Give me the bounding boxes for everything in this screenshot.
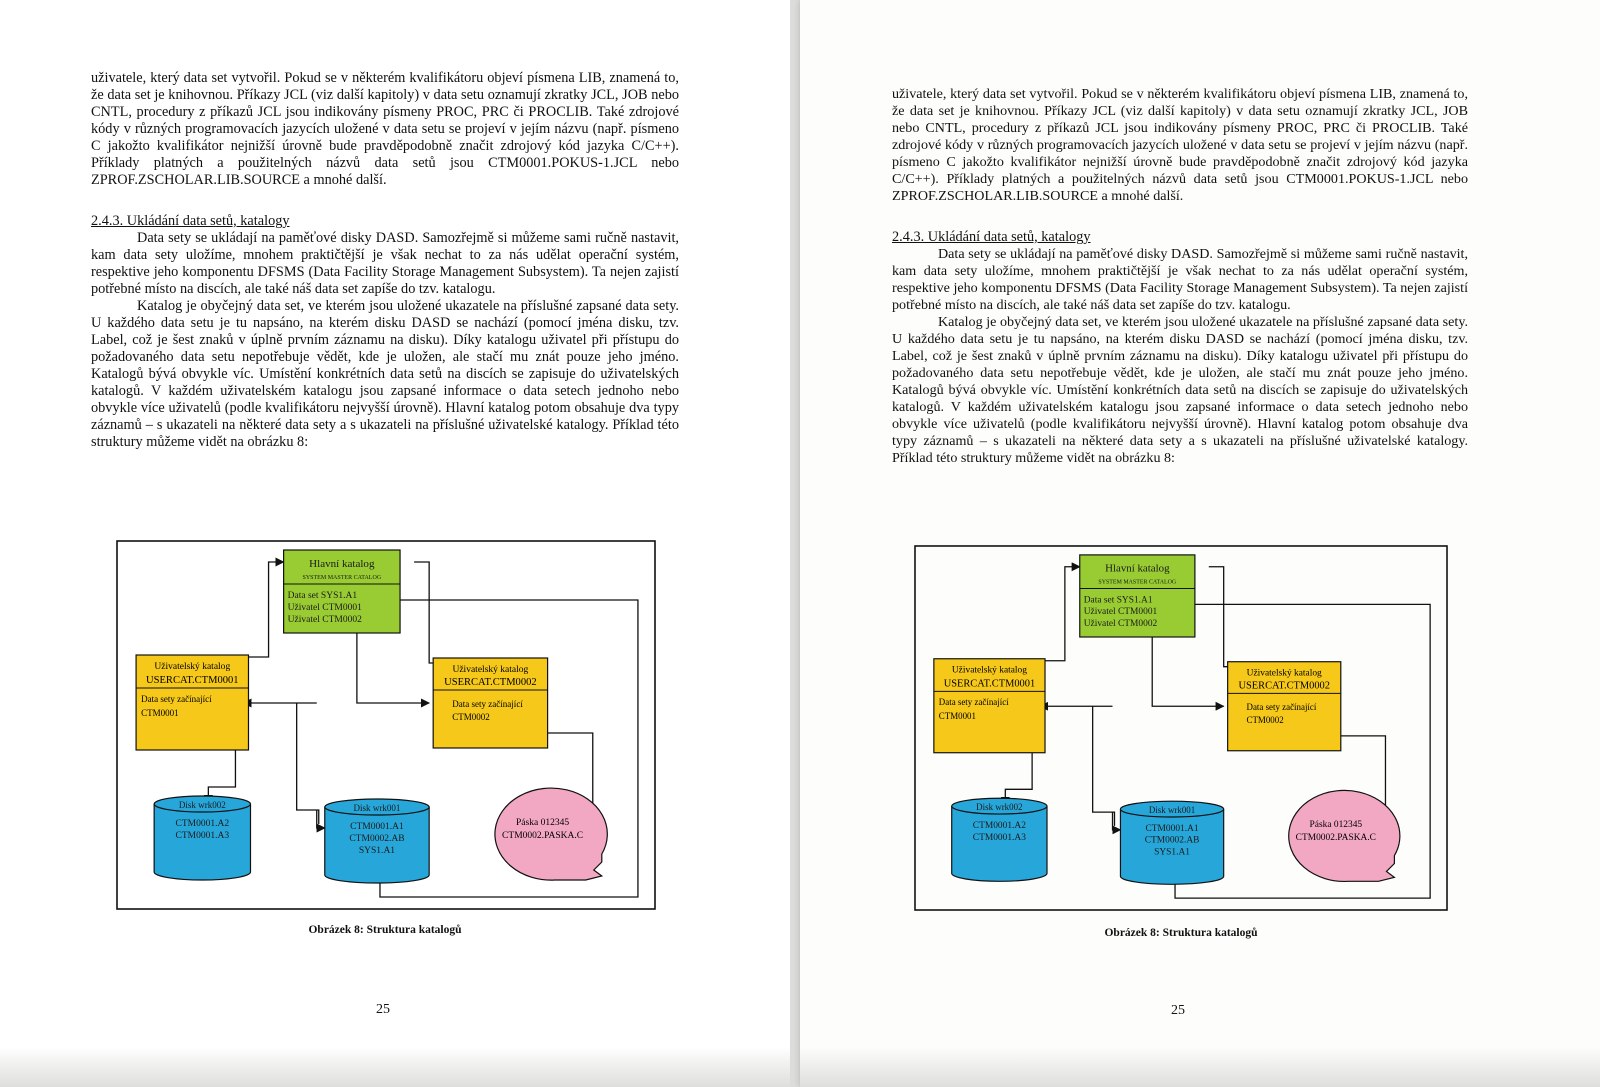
tape-label: Páska 012345 xyxy=(516,818,569,828)
master-catalog-subtitle: SYSTEM MASTER CATALOG xyxy=(302,575,381,581)
user-catalog-entry: Data sety začínající xyxy=(452,699,523,709)
tape-entry: CTM0002.PASKA.C xyxy=(1296,833,1376,843)
user-catalog-name: USERCAT.CTM0002 xyxy=(444,677,536,688)
disk-entry: SYS1.A1 xyxy=(359,846,395,856)
paragraph-1: uživatele, který data set vytvořil. Poku… xyxy=(892,86,1468,204)
paragraph-3: Katalog je obyčejný data set, ve kterém … xyxy=(91,298,679,450)
user-catalog-entry: CTM0002 xyxy=(452,712,490,722)
text-column: uživatele, který data set vytvořil. Poku… xyxy=(892,86,1468,467)
master-catalog-entry: Data set SYS1.A1 xyxy=(288,591,358,601)
disk-label: Disk wrk002 xyxy=(179,800,226,810)
disk-entry: CTM0001.A1 xyxy=(350,822,404,832)
left-page-scan: uživatele, který data set vytvořil. Poku… xyxy=(0,0,790,1087)
connector-lines xyxy=(1000,562,1431,899)
disk-entry: CTM0002.AB xyxy=(349,834,404,844)
figure-frame xyxy=(914,545,1448,911)
section-heading: 2.4.3. Ukládání data setů, katalogy xyxy=(892,229,1091,245)
paragraph-3: Katalog je obyčejný data set, ve kterém … xyxy=(892,314,1468,466)
disk-label: Disk wrk001 xyxy=(354,803,401,813)
user-catalog-entry: CTM0002 xyxy=(1247,715,1284,725)
tape-label: Páska 012345 xyxy=(1310,820,1363,830)
user-catalog-title: Uživatelský katalog xyxy=(952,666,1027,676)
disk-label: Disk wrk002 xyxy=(976,802,1022,812)
master-catalog-entry: Data set SYS1.A1 xyxy=(1084,595,1153,605)
user-catalog-title: Uživatelský katalog xyxy=(452,665,528,675)
disk-entry: CTM0001.A3 xyxy=(175,831,229,841)
page-gutter xyxy=(790,0,800,1087)
disk-entry: SYS1.A1 xyxy=(1154,848,1190,858)
user-catalog-entry: CTM0001 xyxy=(141,708,179,718)
figure-caption: Obrázek 8: Struktura katalogů xyxy=(1104,927,1258,939)
disk-entry: CTM0001.A2 xyxy=(973,821,1026,831)
disk-entry: CTM0001.A2 xyxy=(175,819,229,829)
right-page-scan: uživatele, který data set vytvořil. Poku… xyxy=(800,0,1600,1087)
user-catalog-name: USERCAT.CTM0001 xyxy=(944,678,1035,689)
user-catalog-entry: Data sety začínající xyxy=(939,697,1009,707)
section-heading: 2.4.3. Ukládání data setů, katalogy xyxy=(91,213,290,229)
master-catalog-entry: Uživatel CTM0001 xyxy=(1084,607,1158,617)
user-catalog-title: Uživatelský katalog xyxy=(154,662,230,672)
user-catalog-entry: CTM0001 xyxy=(939,711,976,721)
page-number: 25 xyxy=(1171,1003,1185,1018)
master-catalog-entry: Uživatel CTM0002 xyxy=(288,615,363,625)
tape-entry: CTM0002.PASKA.C xyxy=(502,831,583,841)
disk-label: Disk wrk001 xyxy=(1149,805,1195,815)
master-catalog-entry: Uživatel CTM0002 xyxy=(1084,619,1158,629)
master-catalog-entry: Uživatel CTM0001 xyxy=(288,603,363,613)
disk-entry: CTM0001.A1 xyxy=(1145,824,1198,834)
user-catalog-entry: Data sety začínající xyxy=(141,694,212,704)
master-catalog-title: Hlavní katalog xyxy=(309,558,375,570)
page-number: 25 xyxy=(376,1002,390,1017)
user-catalog-name: USERCAT.CTM0002 xyxy=(1238,680,1329,691)
user-catalog-title: Uživatelský katalog xyxy=(1247,669,1322,679)
paragraph-1: uživatele, který data set vytvořil. Poku… xyxy=(91,70,679,188)
disk-entry: CTM0002.AB xyxy=(1145,836,1200,846)
paragraph-2: Data sety se ukládají na paměťové disky … xyxy=(892,246,1468,313)
figure-frame xyxy=(116,540,656,910)
paragraph-2: Data sety se ukládají na paměťové disky … xyxy=(91,230,679,297)
user-catalog-name: USERCAT.CTM0001 xyxy=(146,675,238,686)
master-catalog-subtitle: SYSTEM MASTER CATALOG xyxy=(1098,580,1177,586)
master-catalog-title: Hlavní katalog xyxy=(1105,563,1170,575)
text-column: uživatele, který data set vytvořil. Poku… xyxy=(91,70,679,451)
disk-entry: CTM0001.A3 xyxy=(973,833,1026,843)
figure-caption: Obrázek 8: Struktura katalogů xyxy=(308,924,462,936)
user-catalog-entry: Data sety začínající xyxy=(1247,702,1317,712)
